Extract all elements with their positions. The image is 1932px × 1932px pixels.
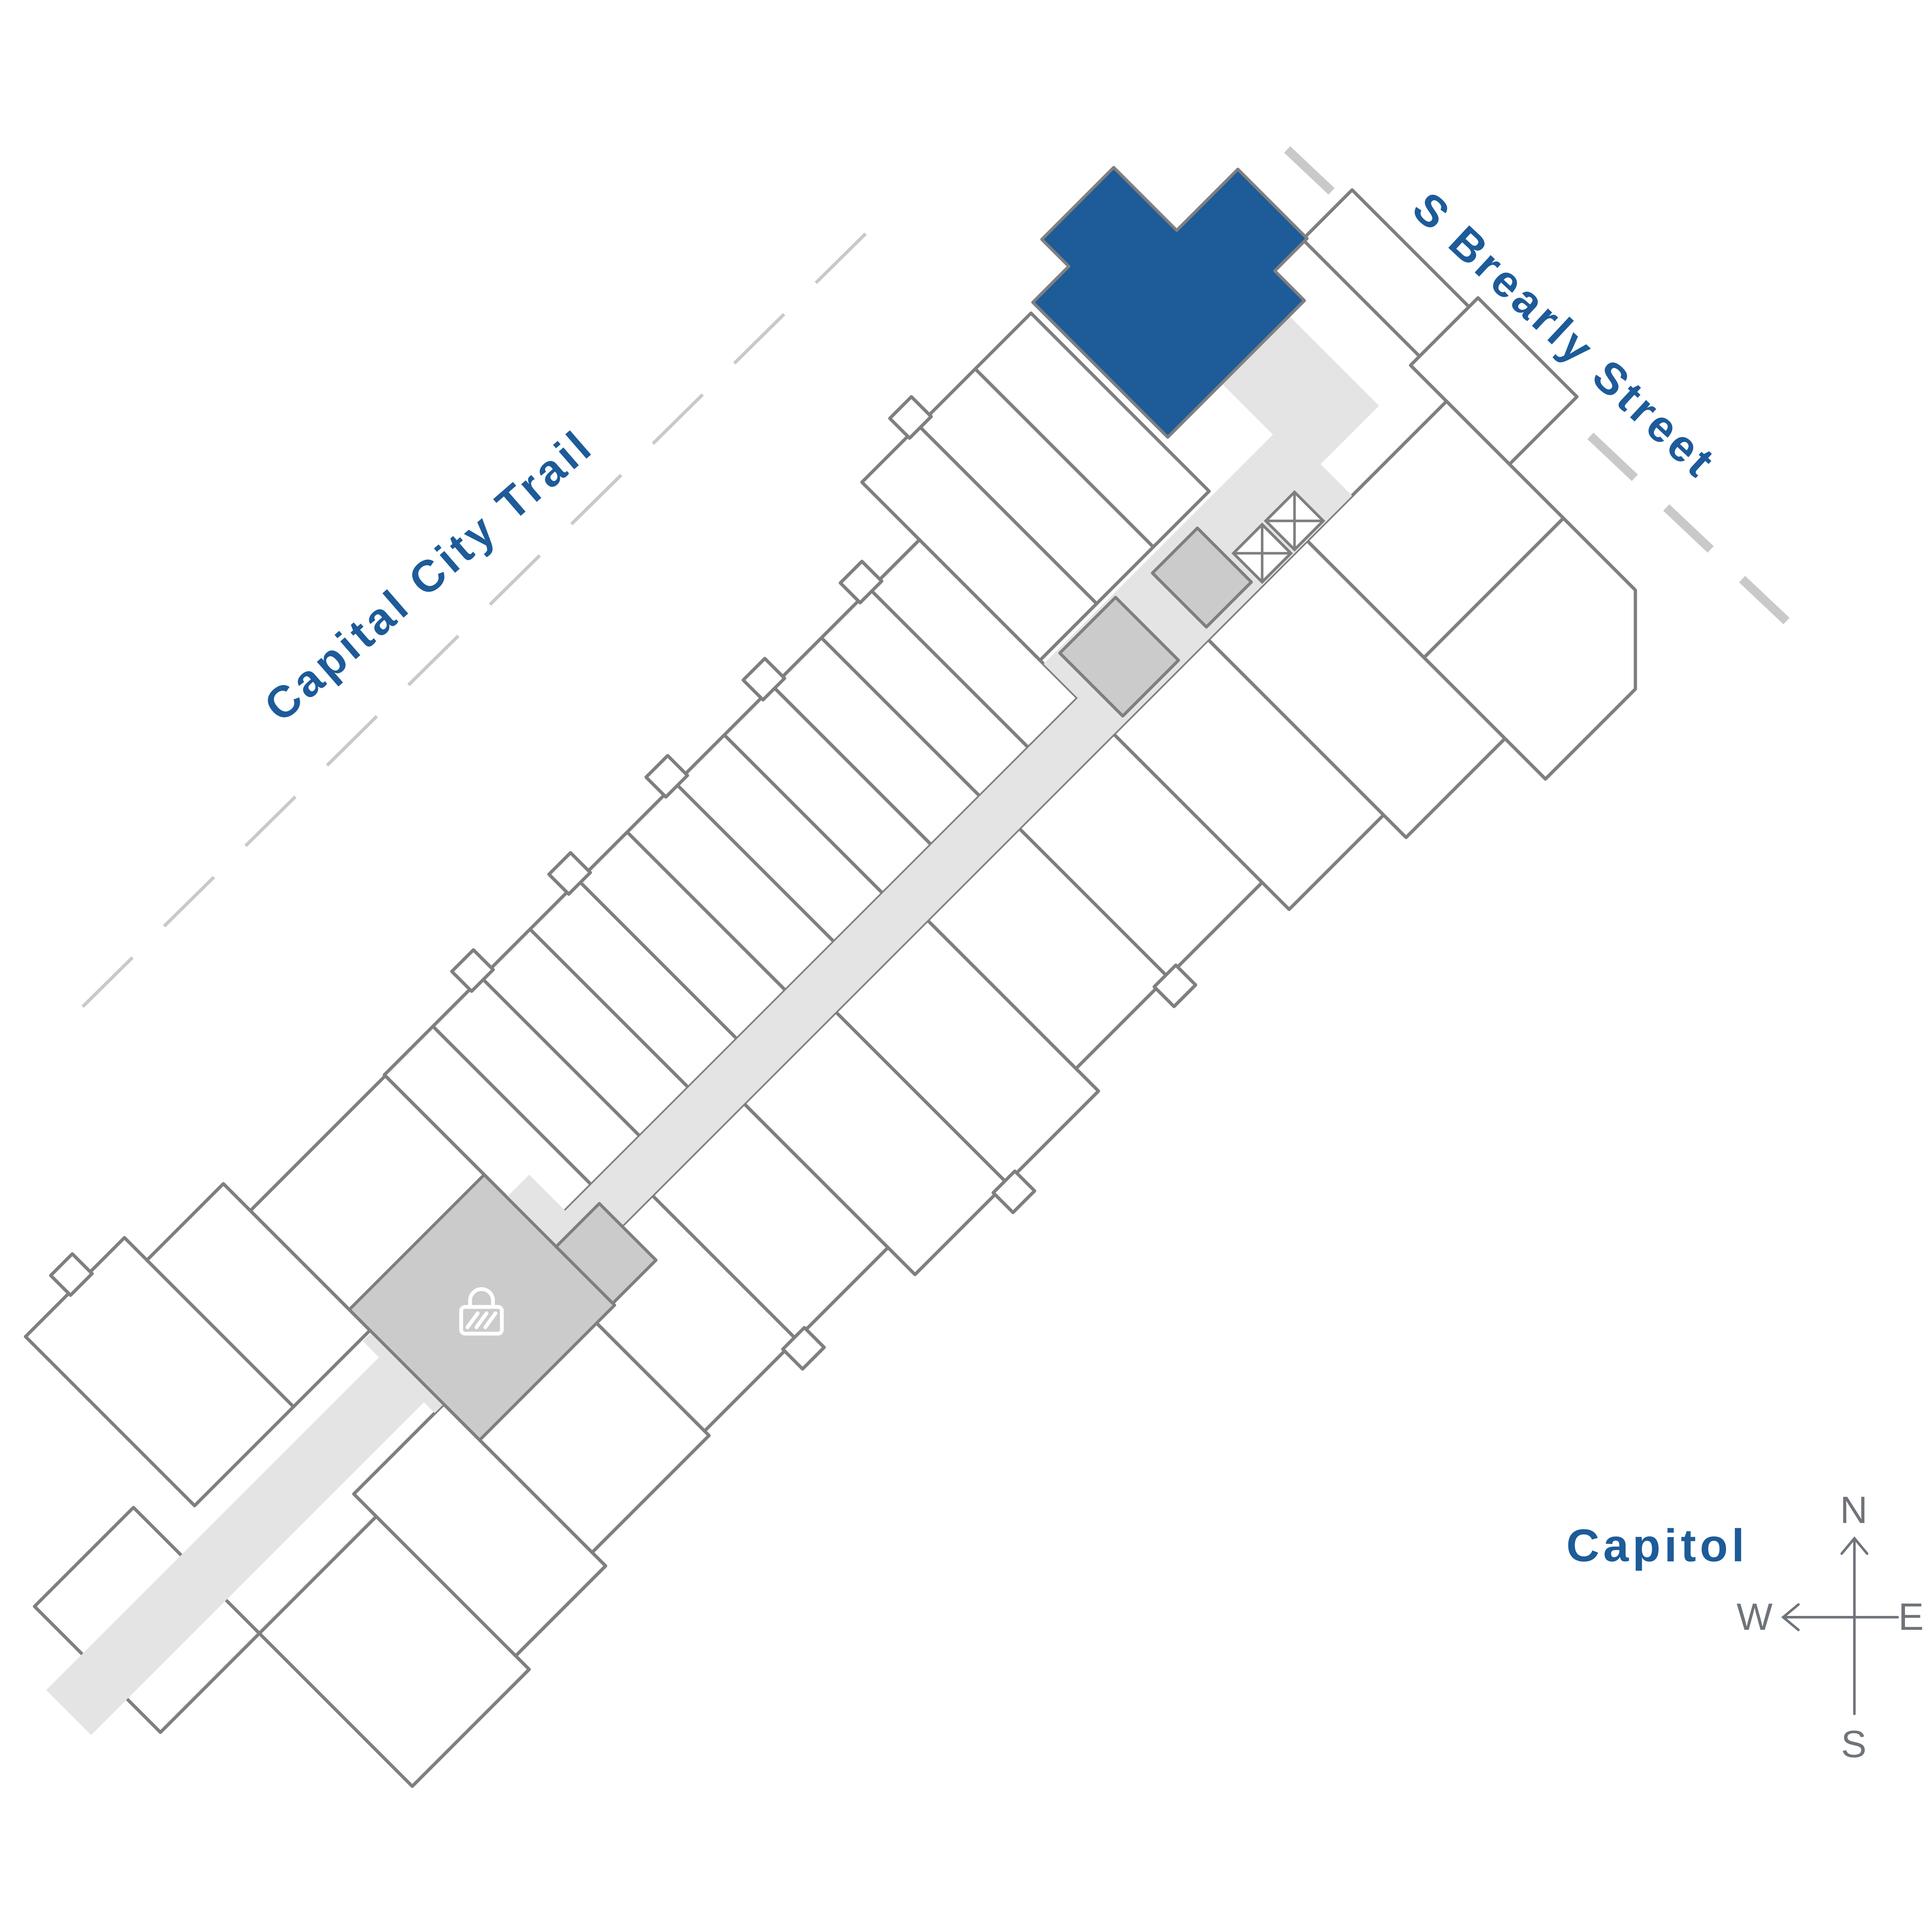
capital-city-trail-line <box>81 214 885 1008</box>
compass-west-label: W <box>1736 1595 1774 1638</box>
entrance-walkway <box>46 1348 433 1735</box>
compass-north-arrow-icon <box>1840 1536 1869 1555</box>
compass-east-label: E <box>1898 1595 1925 1638</box>
storage-room-annex <box>554 1202 658 1305</box>
unit-notch <box>888 395 933 440</box>
compass-north-label: N <box>1840 1489 1869 1531</box>
unit-notch <box>644 754 689 799</box>
unit-cluster-southwest <box>24 1074 711 1788</box>
padlock-icon <box>459 1287 504 1336</box>
capitol-label: Capitol <box>1566 1520 1748 1571</box>
unit-row-northwest <box>383 538 1080 1235</box>
storage-room <box>348 1173 658 1442</box>
stair-x-icon <box>1261 523 1264 583</box>
compass: N E S W <box>1736 1489 1925 1765</box>
capital-city-trail-label: Capital City Trail <box>255 420 602 731</box>
unit-notch <box>49 1252 94 1297</box>
stairs <box>1231 490 1325 584</box>
highlighted-unit[interactable] <box>1006 106 1337 439</box>
unit-notch <box>838 560 884 605</box>
compass-west-arrow-icon <box>1781 1603 1800 1631</box>
unit <box>1422 516 1637 781</box>
unit-notch <box>742 656 786 702</box>
corridor-stub-to-unit <box>1221 316 1379 473</box>
unit-cluster-northeast <box>860 188 1637 911</box>
unit-notch <box>781 1326 826 1371</box>
building-plan <box>24 106 1637 1788</box>
elevator-core <box>1058 595 1180 718</box>
unit <box>973 311 1211 549</box>
elevator-core <box>1151 526 1253 629</box>
stair-x-icon <box>1293 491 1296 551</box>
compass-south-label: S <box>1841 1723 1868 1765</box>
unit-notch <box>547 851 592 896</box>
unit-notch <box>1152 963 1197 1009</box>
unit-notch <box>450 948 495 993</box>
unit-notch <box>992 1169 1036 1214</box>
